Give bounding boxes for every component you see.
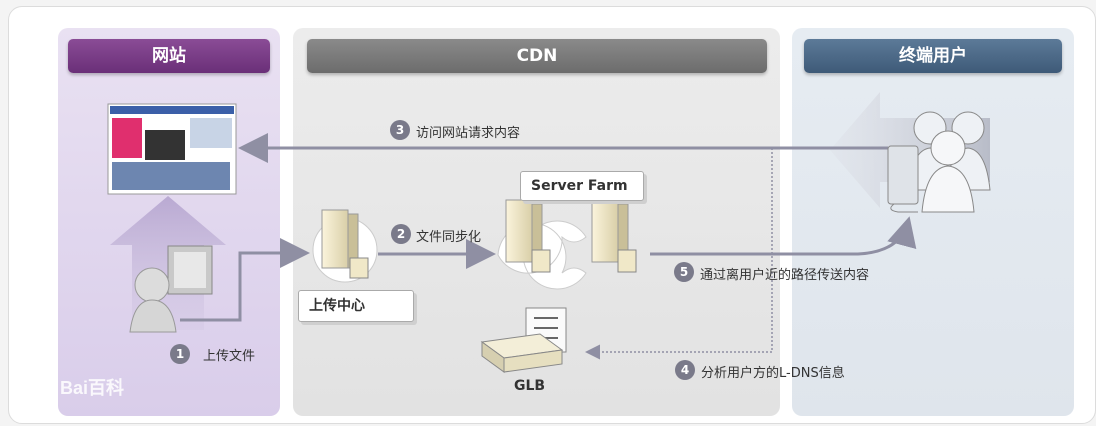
upload-center-server-icon [312, 209, 378, 283]
upload-arrow [180, 238, 310, 322]
end-users-icon [887, 111, 991, 213]
step-4-badge: 4 [675, 360, 695, 380]
step-1-label: 上传文件 [203, 349, 256, 364]
end-user-header: 终端用户 [804, 39, 1062, 73]
dns-analysis-arrow [585, 148, 773, 360]
cdn-header: CDN [307, 39, 767, 73]
step-2-label: 文件同步化 [416, 230, 482, 245]
glb-label: GLB [514, 378, 546, 394]
step-5-label: 通过离用户近的路径传送内容 [700, 268, 870, 283]
step-2-badge: 2 [391, 224, 411, 244]
upload-center-label: 上传中心 [298, 290, 414, 322]
step-1-badge: 1 [170, 344, 190, 364]
step-4-label: 分析用户方的L-DNS信息 [701, 366, 845, 381]
website-admin-person-icon [129, 245, 213, 333]
server-farm-label: Server Farm [520, 171, 644, 201]
step-5-badge: 5 [674, 262, 694, 282]
server-farm-servers-icon [497, 199, 637, 290]
website-screenshot-image [107, 103, 237, 195]
baidu-watermark: Bai百科 [60, 378, 125, 398]
website-header: 网站 [68, 39, 270, 73]
step-3-badge: 3 [390, 120, 410, 140]
glb-device-icon [480, 307, 567, 373]
end-user-panel [792, 28, 1074, 416]
step-3-label: 访问网站请求内容 [416, 126, 521, 141]
delivery-arrow [650, 216, 917, 256]
